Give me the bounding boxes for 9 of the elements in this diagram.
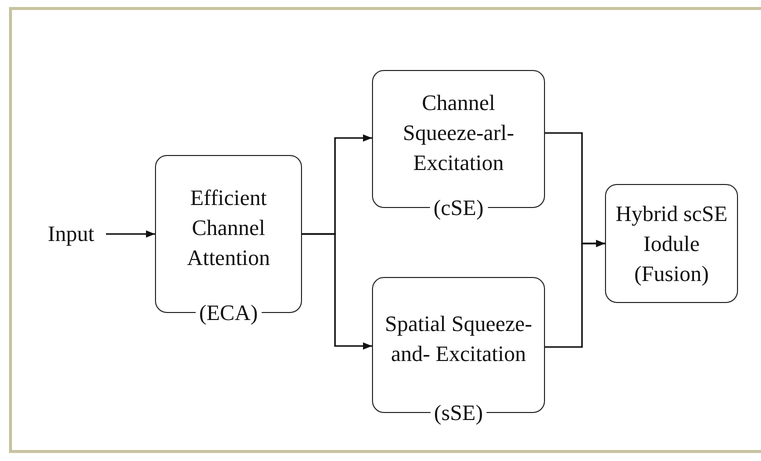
box-title: Channel Squeeze-arl- Excitation [402, 89, 516, 177]
box-title: Efficient Channel Attention [186, 184, 272, 272]
arrow [302, 233, 372, 350]
box-title: Spatial Squeeze-and- Excitation [384, 310, 534, 368]
input-label: Input [46, 220, 96, 248]
process-box [605, 184, 738, 303]
box-title: Hybrid scSE Iodule (Fusion) [614, 200, 728, 288]
arrow [545, 240, 605, 348]
arrow [106, 230, 155, 238]
